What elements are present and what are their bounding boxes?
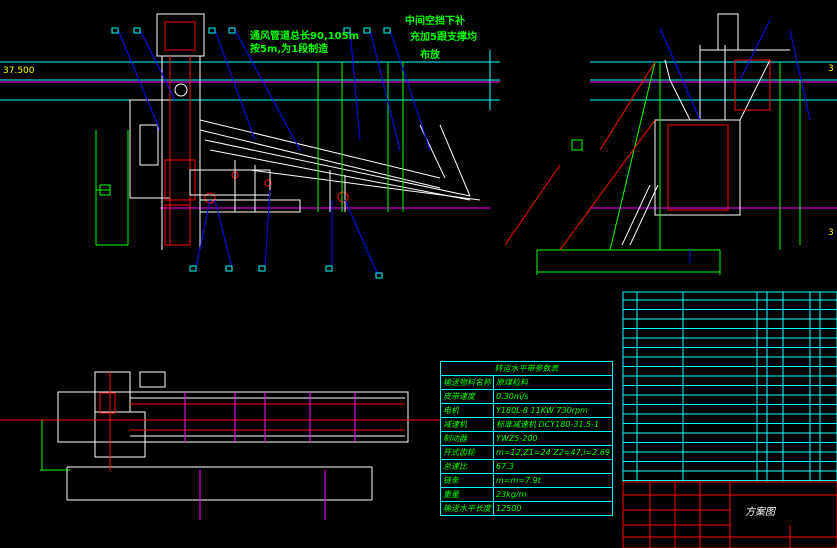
plan-view xyxy=(57,371,409,501)
building-columns xyxy=(95,62,404,246)
elevation-lines xyxy=(0,50,837,110)
plan-magenta xyxy=(184,392,356,520)
feeder-tower xyxy=(129,13,205,250)
parameter-table-title: 转运水平带参数表 xyxy=(440,361,613,376)
title-block xyxy=(622,481,837,548)
parts-list-rows xyxy=(623,299,837,481)
support-note-line3: 布放 xyxy=(420,50,440,61)
leader-tags xyxy=(111,27,391,279)
hopper-diagonals xyxy=(504,61,656,251)
elevation-label-right-top: 3 xyxy=(828,64,834,74)
centre-lines xyxy=(0,81,837,209)
inclined-conveyor xyxy=(199,119,481,201)
support-note-line2: 充加5跟支撑均 xyxy=(410,32,477,43)
elevation-label-left: 37.500 xyxy=(3,66,35,76)
duct-length-note-line2: 按5m,为1段制造 xyxy=(250,44,329,55)
hopper-leaders xyxy=(659,19,811,262)
drawing-title: 方案图 xyxy=(745,507,775,518)
hopper-ladder xyxy=(621,184,659,246)
table-row: 输送物料名称原煤粒料 xyxy=(440,375,613,390)
plan-dimension xyxy=(40,420,70,471)
hopper-view xyxy=(654,13,790,216)
conveyor-idlers xyxy=(204,171,349,204)
elevation-label-right-bottom: 3 xyxy=(828,228,834,238)
support-frame xyxy=(189,160,346,213)
parts-list xyxy=(622,291,837,483)
support-note-line1: 中间空挡下补 xyxy=(405,16,465,27)
leader-lines xyxy=(117,29,431,276)
tower-red-detail xyxy=(164,56,196,246)
table-row: 减速机标准减速机 DCY180-31.5-1 xyxy=(440,417,613,432)
plan-red xyxy=(0,372,440,470)
duct-length-note-line1: 通风管道总长90,105m xyxy=(250,31,360,42)
